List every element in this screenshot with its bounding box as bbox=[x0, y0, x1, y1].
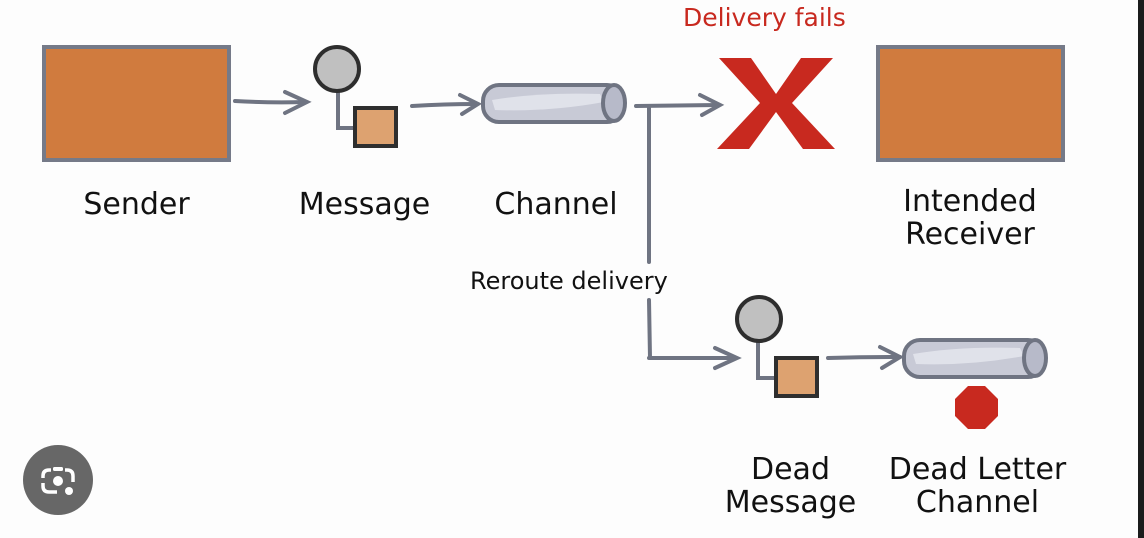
dead-letter-channel-tube-icon bbox=[902, 338, 1048, 379]
dead-letter-channel-line2: Channel bbox=[915, 485, 1040, 520]
sender-label: Sender bbox=[83, 187, 190, 222]
reroute-delivery-label: Reroute delivery bbox=[470, 267, 668, 295]
sender-box bbox=[42, 45, 231, 162]
dead-message-label: Dead Message bbox=[708, 453, 873, 519]
google-lens-icon bbox=[41, 467, 75, 495]
delivery-failed-x-icon bbox=[717, 58, 835, 149]
intended-receiver-box bbox=[876, 45, 1065, 162]
channel-tube-icon bbox=[481, 83, 627, 124]
intended-receiver-line2: Receiver bbox=[905, 217, 1035, 252]
dead-message-line1: Dead bbox=[751, 452, 830, 487]
dead-message-icon bbox=[735, 295, 819, 398]
dead-letter-channel-line1: Dead Letter bbox=[888, 452, 1067, 487]
channel-label: Channel bbox=[494, 187, 618, 222]
delivery-fails-label: Delivery fails bbox=[683, 3, 846, 32]
arrow-sender-to-message bbox=[233, 90, 312, 115]
dead-letter-channel-label: Dead Letter Channel bbox=[870, 453, 1085, 519]
message-label: Message bbox=[298, 187, 431, 222]
intended-receiver-line1: Intended bbox=[903, 184, 1037, 219]
intended-receiver-label: Intended Receiver bbox=[870, 185, 1070, 251]
window-edge-strip bbox=[1138, 0, 1144, 538]
arrow-dead-message-to-dlc bbox=[826, 345, 905, 370]
branch-lines bbox=[634, 93, 742, 370]
lens-search-button[interactable] bbox=[23, 445, 93, 515]
dead-message-line2: Message bbox=[724, 485, 857, 520]
stop-octagon-icon bbox=[955, 386, 998, 429]
message-icon bbox=[313, 45, 398, 148]
arrow-message-to-channel bbox=[410, 93, 483, 116]
